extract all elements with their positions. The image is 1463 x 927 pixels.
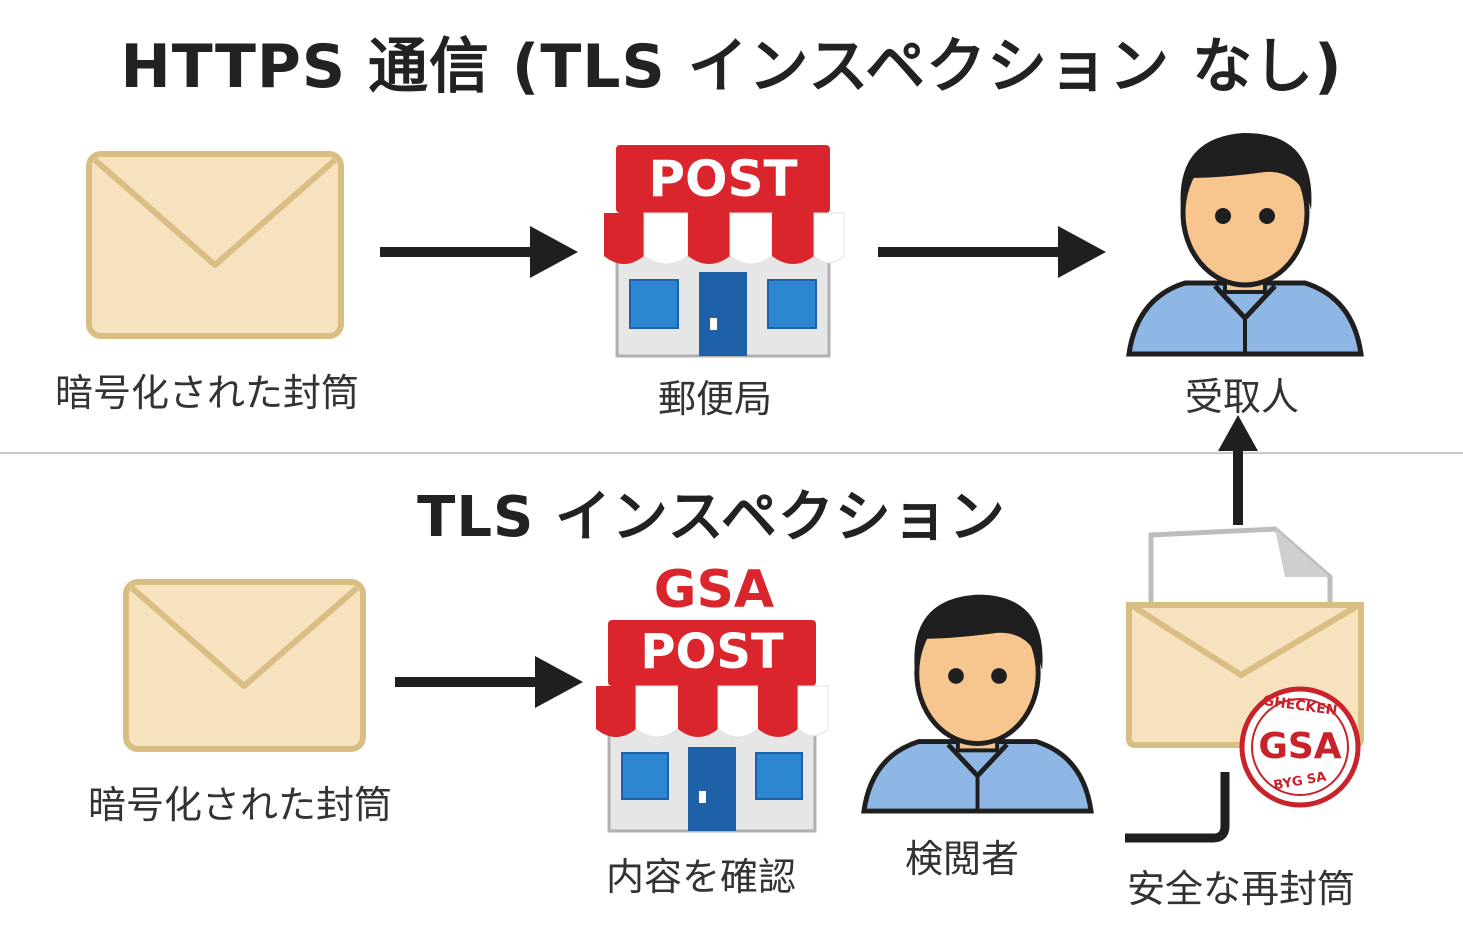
bottom-post-sign: POST [640, 624, 784, 680]
top-post-sign: POST [648, 150, 798, 208]
person-icon [861, 594, 1094, 814]
section-divider [0, 452, 1463, 454]
gsa-label: GSA [653, 560, 775, 620]
arrow-right-icon [395, 656, 583, 708]
post-office-icon [604, 145, 845, 358]
connector-line [1125, 772, 1230, 843]
reseal-label: 安全な再封筒 [1127, 867, 1356, 911]
envelope-icon [123, 579, 366, 752]
top-post-label: 郵便局 [658, 377, 773, 421]
inspector-label: 検閲者 [905, 837, 1020, 881]
resealed-envelope-icon [1126, 526, 1364, 748]
arrow-right-icon [380, 226, 578, 278]
person-icon [1126, 132, 1364, 357]
stamp-center-text: GSA [1258, 726, 1342, 767]
top-recipient-label: 受取人 [1185, 375, 1300, 419]
bottom-envelope-label: 暗号化された封筒 [88, 783, 393, 827]
stamp-icon [1239, 686, 1361, 808]
top-title: HTTPS 通信 (TLS インスペクション なし) [120, 32, 1343, 102]
bottom-title: TLS インスペクション [417, 485, 1006, 550]
arrow-right-icon [878, 226, 1106, 278]
top-envelope-label: 暗号化された封筒 [55, 371, 360, 415]
arrow-up-icon [1218, 415, 1258, 525]
bottom-post-label: 内容を確認 [606, 855, 797, 899]
post-office-icon [596, 620, 829, 833]
envelope-icon [86, 151, 344, 339]
